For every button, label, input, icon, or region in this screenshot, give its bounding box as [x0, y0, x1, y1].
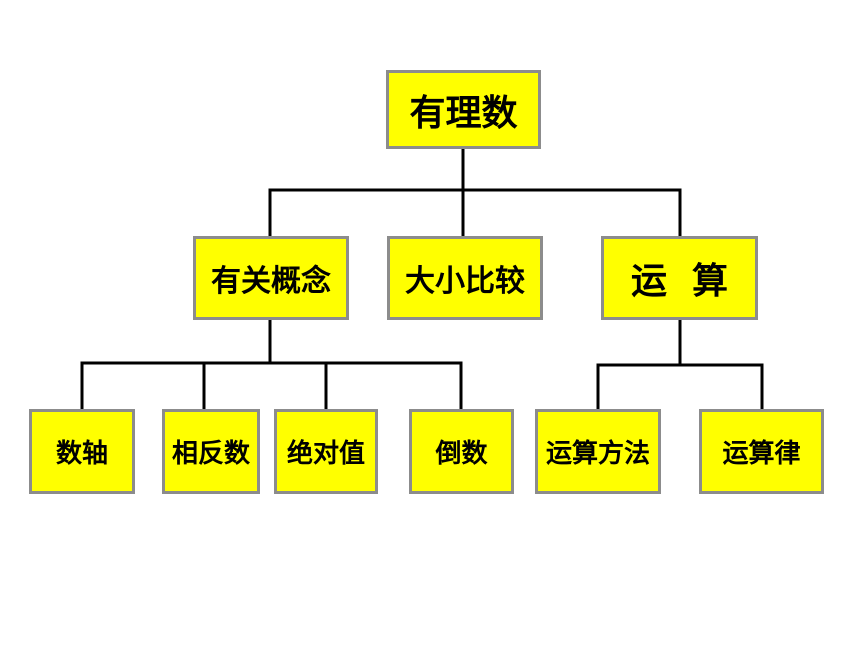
- node-compare: 大小比较: [387, 236, 543, 320]
- node-op-laws: 运算律: [699, 409, 824, 494]
- node-number-line: 数轴: [29, 409, 135, 494]
- node-operations: 运 算: [601, 236, 758, 320]
- node-absolute: 绝对值: [274, 409, 378, 494]
- node-opposite: 相反数: [162, 409, 260, 494]
- node-reciprocal: 倒数: [409, 409, 514, 494]
- node-root: 有理数: [386, 70, 541, 149]
- node-op-rules: 运算方法: [535, 409, 661, 494]
- node-concepts: 有关概念: [193, 236, 349, 320]
